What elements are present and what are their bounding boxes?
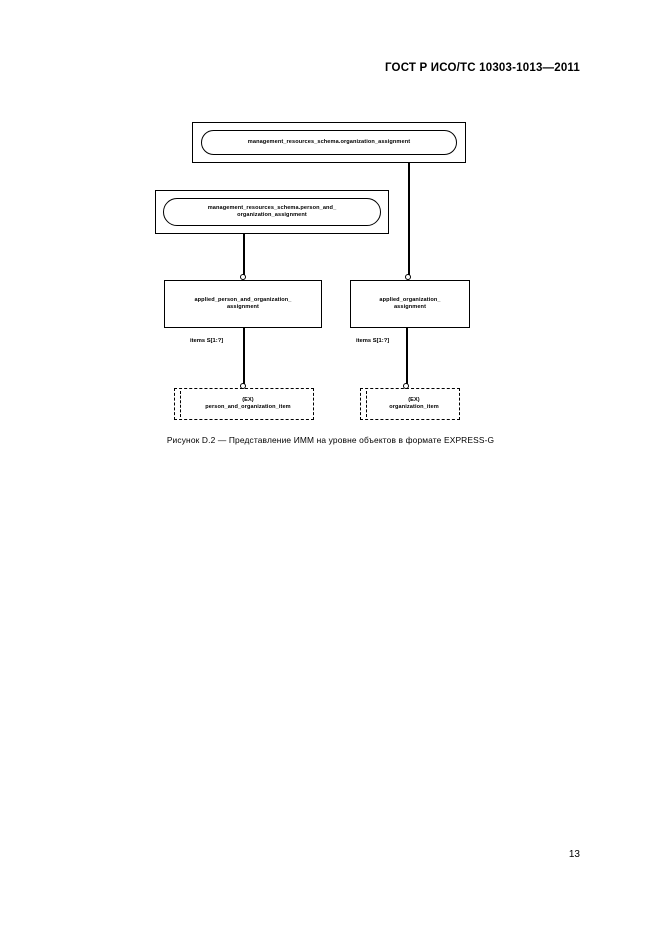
connector-endpoint-circle-applied-organization-assignment bbox=[405, 274, 411, 280]
entity-label-applied-person-and-organization-assignment: applied_person_and_organization_ assignm… bbox=[194, 296, 292, 310]
connector-line-organization-assignment-to-applied-organization-assignment bbox=[408, 163, 410, 277]
select-type-double-border-organization-item bbox=[366, 391, 367, 417]
schema-pill-person-and-organization-assignment-label: management_resources_schema.person_and_ … bbox=[207, 204, 337, 218]
connector-endpoint-circle-person-and-organization-item bbox=[240, 383, 246, 389]
page-number: 13 bbox=[568, 849, 580, 860]
figure-caption: Рисунок D.2 — Представление ИММ на уровн… bbox=[166, 435, 495, 445]
connector-endpoint-circle-applied-person-and-organization-assignment bbox=[240, 274, 246, 280]
relationship-label-items-left: items S[1:?] bbox=[190, 338, 224, 344]
connector-line-applied-organization-assignment-to-organization-item bbox=[406, 328, 408, 386]
select-label-person-and-organization-item: person_and_organization_item bbox=[205, 404, 291, 410]
connector-endpoint-circle-organization-item bbox=[403, 383, 409, 389]
select-box-person-and-organization-item: (EX) person_and_organization_item bbox=[174, 388, 314, 420]
relationship-label-items-right: items S[1:?] bbox=[356, 338, 390, 344]
entity-box-applied-person-and-organization-assignment: applied_person_and_organization_ assignm… bbox=[164, 280, 322, 328]
connector-line-applied-person-and-organization-assignment-to-person-and-organization-item bbox=[243, 328, 245, 386]
schema-pill-person-and-organization-assignment: management_resources_schema.person_and_ … bbox=[163, 198, 381, 226]
select-label-organization-item: organization_item bbox=[389, 404, 439, 410]
entity-box-applied-organization-assignment: applied_organization_ assignment bbox=[350, 280, 470, 328]
select-type-double-border-person-and-organization-item bbox=[180, 391, 181, 417]
entity-label-applied-organization-assignment: applied_organization_ assignment bbox=[379, 296, 441, 310]
express-g-diagram: management_resources_schema.organization… bbox=[155, 122, 470, 420]
select-tag-organization-item: (EX) bbox=[408, 396, 420, 403]
select-box-organization-item: (EX) organization_item bbox=[360, 388, 460, 420]
connector-line-person-and-organization-assignment-to-applied-person-and-organization-assignment bbox=[243, 234, 245, 277]
schema-pill-organization-assignment: management_resources_schema.organization… bbox=[201, 130, 457, 155]
schema-pill-organization-assignment-label: management_resources_schema.organization… bbox=[247, 138, 411, 145]
document-header-standard-number: ГОСТ Р ИСО/ТС 10303-1013—2011 bbox=[384, 62, 580, 74]
select-tag-person-and-organization-item: (EX) bbox=[242, 396, 254, 403]
